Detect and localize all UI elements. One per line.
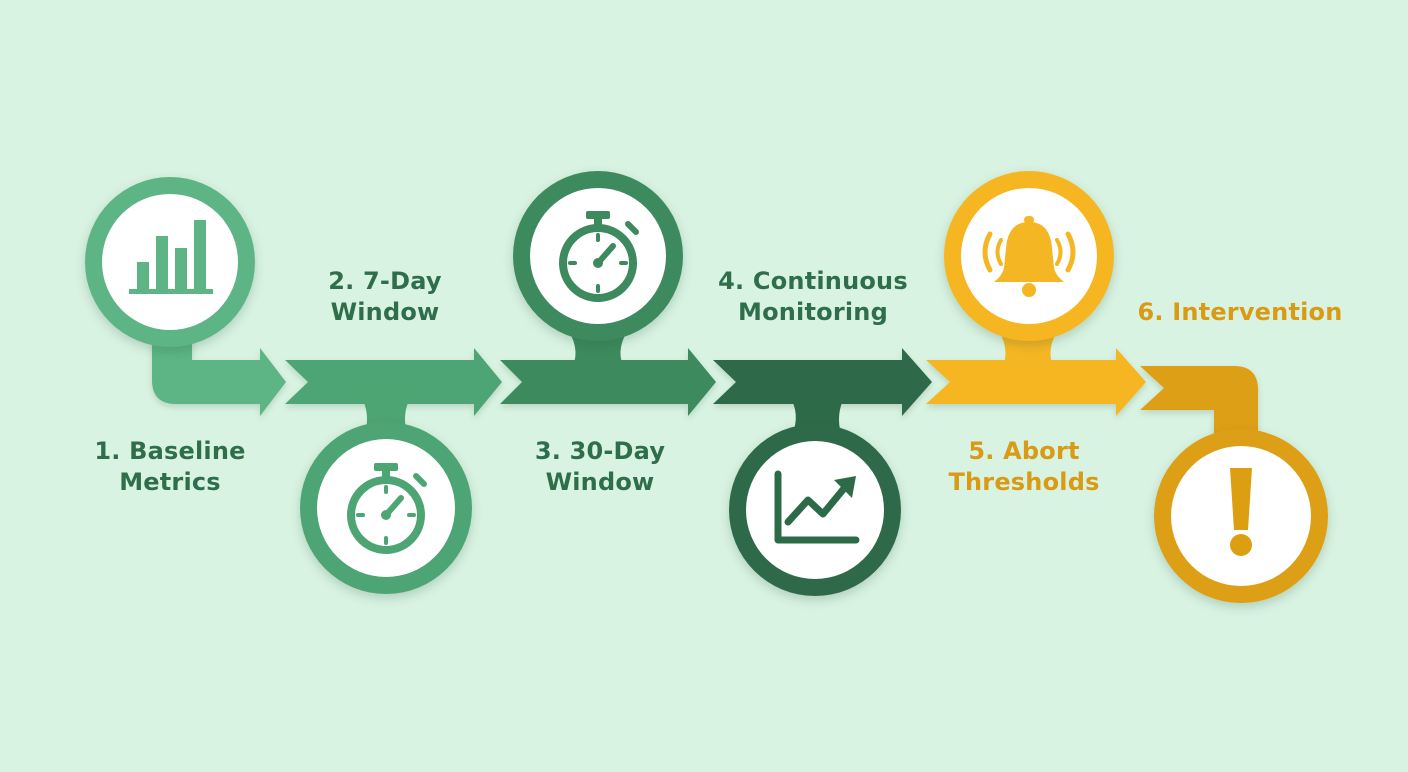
connector-stems [150,300,1058,430]
arrow-segment-2 [285,348,502,416]
exclamation-icon [1230,468,1252,556]
trend-chart-icon [774,470,860,544]
step-node-1 [85,177,255,347]
stem-2 [358,392,414,430]
bar-chart-icon [129,220,213,294]
alarm-bell-icon [982,216,1076,297]
arrow-segment-4 [713,348,932,416]
step-node-3 [513,171,683,341]
arrow-segment-3 [500,348,716,416]
stem-5 [998,330,1058,372]
stopwatch-icon [559,211,639,302]
arrow-segment-5 [926,348,1146,416]
step-label-6: 6. Intervention [1137,298,1343,326]
stopwatch-icon [347,463,427,554]
step-node-2 [300,422,472,594]
stem-3 [568,330,628,372]
arrow-segment-6 [1140,366,1258,440]
arrow-segment-1 [152,330,286,416]
flow-arrows [152,330,1258,440]
stem-4 [786,392,848,430]
